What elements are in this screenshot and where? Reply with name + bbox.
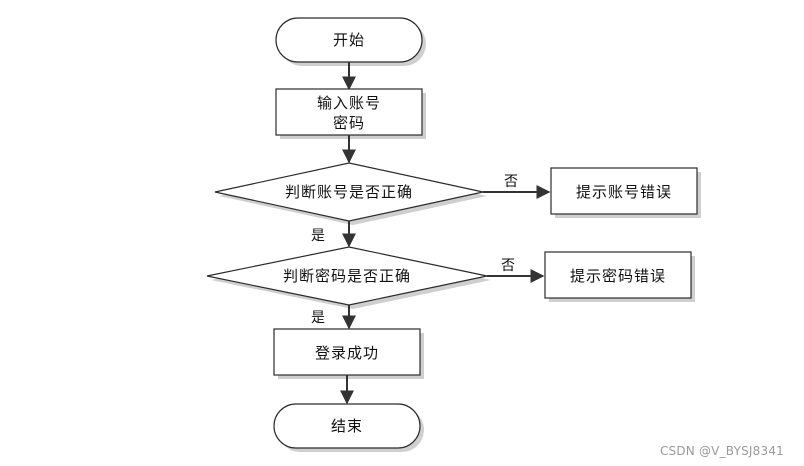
account-no-label: 否 [504, 174, 518, 190]
input-process: 输入账号 密码 [275, 88, 426, 139]
password-error-box: 提示密码错误 [544, 251, 695, 302]
account-error-label: 提示账号错误 [576, 183, 672, 201]
password-error-label: 提示密码错误 [570, 267, 666, 285]
start-label: 开始 [333, 31, 365, 49]
check-password-decision: 判断密码是否正确 [206, 246, 491, 309]
account-error-box: 提示账号错误 [550, 167, 701, 218]
csdn-watermark: CSDN @V_BYSJ8341 [659, 444, 784, 458]
start-terminal: 开始 [275, 17, 426, 66]
input-label-line1: 输入账号 [317, 94, 381, 112]
login-success-label: 登录成功 [315, 344, 379, 362]
login-success-box: 登录成功 [273, 328, 424, 379]
password-no-label: 否 [501, 258, 515, 274]
check-account-decision: 判断账号是否正确 [214, 162, 487, 225]
input-label-line2: 密码 [333, 114, 365, 132]
password-yes-label: 是 [311, 310, 325, 326]
check-account-label: 判断账号是否正确 [285, 183, 413, 201]
end-terminal: 结束 [273, 403, 424, 452]
check-password-label: 判断密码是否正确 [283, 267, 411, 285]
end-label: 结束 [331, 417, 363, 435]
account-yes-label: 是 [311, 228, 325, 244]
